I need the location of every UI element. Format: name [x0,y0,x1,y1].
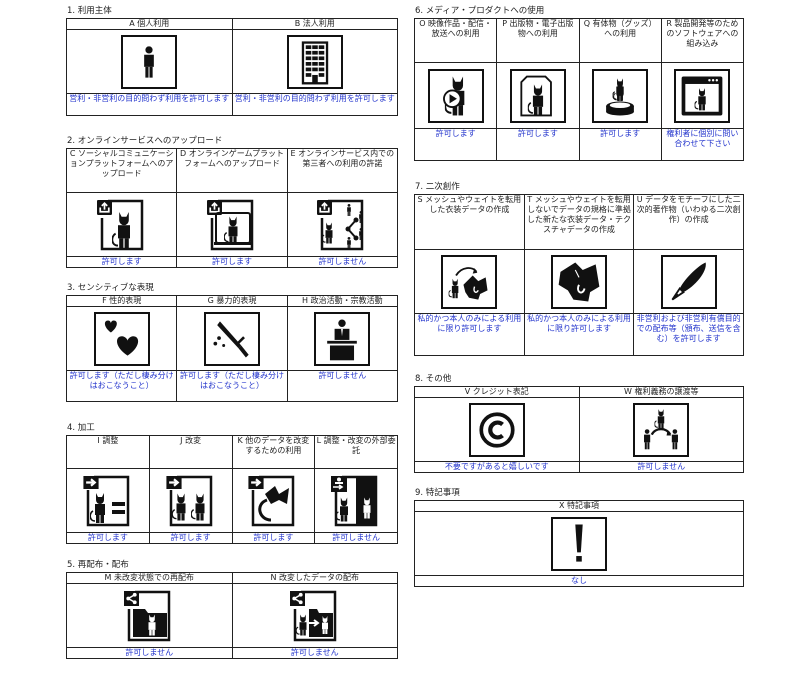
status-text: 許可します [496,128,580,161]
item-header: L 調整・改変の外部委託 [314,435,398,469]
modify-icon [162,473,219,528]
status-text: 許可します [66,532,150,544]
section-media-products: 6. メディア・プロダクトへの使用 O 映像作品・配信・放送への利用 P 出版物… [413,6,745,161]
knife-icon [203,311,260,366]
publication-icon [509,68,566,123]
item-header: I 調整 [66,435,150,469]
status-text: 営利・非営利の目的問わず利用を許可します [231,93,398,116]
license-table: F 性的表現 G 暴力的表現 H 政治活動・宗教活動 [65,295,399,402]
section-usage-subject: 1. 利用主体 A 個人利用 B 法人利用 [66,6,398,116]
item-header: R 製品開発等のためのソフトウェアへの組み込み [660,18,745,63]
status-text: 営利・非営利の目的問わず利用を許可します [66,93,233,116]
status-text: 許可しません [286,370,399,402]
section-online-upload: 2. オンラインサービスへのアップロード C ソーシャルコミュニケーションプラッ… [65,136,399,268]
item-header: F 性的表現 [65,295,178,307]
section-title: 7. 二次創作 [415,182,460,192]
person-icon [121,34,178,89]
item-header: V クレジット表記 [414,386,580,398]
section-title: 9. 特記事項 [415,488,460,498]
item-header: M 未改変状態での再配布 [66,572,233,584]
pen-nib-icon [660,254,717,309]
reuse-parts-icon [245,473,302,528]
status-text: 許可しません [231,647,398,659]
section-title: 3. センシティブな表現 [67,283,154,293]
license-table: A 個人利用 B 法人利用 [66,18,398,116]
redistribute-folder-icon [121,588,178,643]
license-table: M 未改変状態での再配布 N 改変したデータの配布 [66,572,398,659]
item-header: W 権利義務の譲渡等 [578,386,744,398]
section-title: 1. 利用主体 [67,6,112,16]
outsource-icon [328,473,385,528]
item-header: J 改変 [148,435,233,469]
item-header: A 個人利用 [66,18,233,30]
share-third-party-icon [314,197,371,252]
section-processing: 4. 加工 I 調整 J 改変 K 他のデータを改変するための利用 L 調整・改… [66,423,398,544]
status-text: 許可します [65,256,178,268]
item-header: O 映像作品・配信・放送への利用 [413,18,498,63]
item-header: E オンラインサービス内での第三者への利用の許諾 [286,148,399,193]
figure-goods-icon [592,68,649,123]
license-table: C ソーシャルコミュニケーションプラットフォームへのアップロード D オンライン… [65,148,399,268]
distribute-modified-icon [286,588,343,643]
status-text: 非営利および非営利有償目的での配布等（頒布、送信を含む）を許可します [633,313,744,356]
status-text: 権利者に個別に問い合わせて下さい [660,128,745,161]
item-header: G 暴力的表現 [176,295,288,307]
status-text: 許可します [231,532,316,544]
section-derivative-works: 7. 二次創作 S メッシュやウェイトを転用した衣装データの作成 T メッシュや… [414,182,744,356]
status-text: なし [414,575,744,587]
section-title: 4. 加工 [67,423,95,433]
software-window-icon [674,68,731,123]
exclamation-icon [551,516,607,571]
section-title: 5. 再配布・配布 [67,560,129,570]
item-header: Q 有体物（グッズ）への利用 [578,18,662,63]
costume-transfer-icon [441,254,498,309]
podium-speaker-icon [314,311,371,366]
item-header: C ソーシャルコミュニケーションプラットフォームへのアップロード [65,148,178,193]
section-other: 8. その他 V クレジット表記 W 権利義務の譲渡等 [414,374,744,473]
item-header: K 他のデータを改変するための利用 [231,435,316,469]
section-sensitive: 3. センシティブな表現 F 性的表現 G 暴力的表現 H 政治活動・宗教活動 [65,283,399,402]
section-title: 8. その他 [415,374,452,384]
status-text: 許可します [148,532,233,544]
costume-icon [550,254,607,309]
license-table: O 映像作品・配信・放送への利用 P 出版物・電子出版物への利用 Q 有体物（グ… [413,18,745,161]
item-header: P 出版物・電子出版物への利用 [496,18,580,63]
upload-social-icon [93,197,150,252]
status-text: 許可しません [314,532,398,544]
status-text: 許可します [578,128,662,161]
section-title: 2. オンラインサービスへのアップロード [67,136,223,146]
hearts-icon [93,311,150,366]
item-header: S メッシュやウェイトを転用した衣装データの作成 [414,194,525,250]
section-title: 6. メディア・プロダクトへの使用 [415,6,545,16]
upload-game-icon [203,197,260,252]
license-table: X 特記事項 なし [414,500,744,587]
status-text: 私的かつ本人のみによる利用に限り許可します [523,313,635,356]
license-table: I 調整 J 改変 K 他のデータを改変するための利用 L 調整・改変の外部委託 [66,435,398,544]
building-icon [286,34,343,89]
section-redistribution: 5. 再配布・配布 M 未改変状態での再配布 N 改変したデータの配布 [66,560,398,659]
status-text: 許可しません [578,461,744,473]
status-text: 許可しません [286,256,399,268]
item-header: T メッシュやウェイトを転用しないでデータの規格に準拠した新たな衣装データ・テク… [523,194,635,250]
status-text: 許可します [176,256,288,268]
item-header: B 法人利用 [231,18,398,30]
status-text: 許可しません [66,647,233,659]
item-header: N 改変したデータの配布 [231,572,398,584]
status-text: 許可します（ただし棲み分けはおこなうこと） [176,370,288,402]
item-header: D オンラインゲームプラットフォームへのアップロード [176,148,288,193]
status-text: 不要ですがあると嬉しいです [414,461,580,473]
adjust-equal-icon [79,473,136,528]
status-text: 許可します [413,128,498,161]
status-text: 私的かつ本人のみによる利用に限り許可します [414,313,525,356]
license-table: S メッシュやウェイトを転用した衣装データの作成 T メッシュやウェイトを転用し… [414,194,744,356]
transfer-rights-icon [633,402,690,457]
item-header: H 政治活動・宗教活動 [286,295,399,307]
copyright-icon [468,402,525,457]
license-table: V クレジット表記 W 権利義務の譲渡等 [414,386,744,473]
video-play-icon [427,68,484,123]
status-text: 許可します（ただし棲み分けはおこなうこと） [65,370,178,402]
item-header: X 特記事項 [414,500,744,512]
item-header: U データをモチーフにした二次的著作物（いわゆる二次創作）の作成 [633,194,744,250]
section-special-notes: 9. 特記事項 X 特記事項 なし [414,488,744,587]
